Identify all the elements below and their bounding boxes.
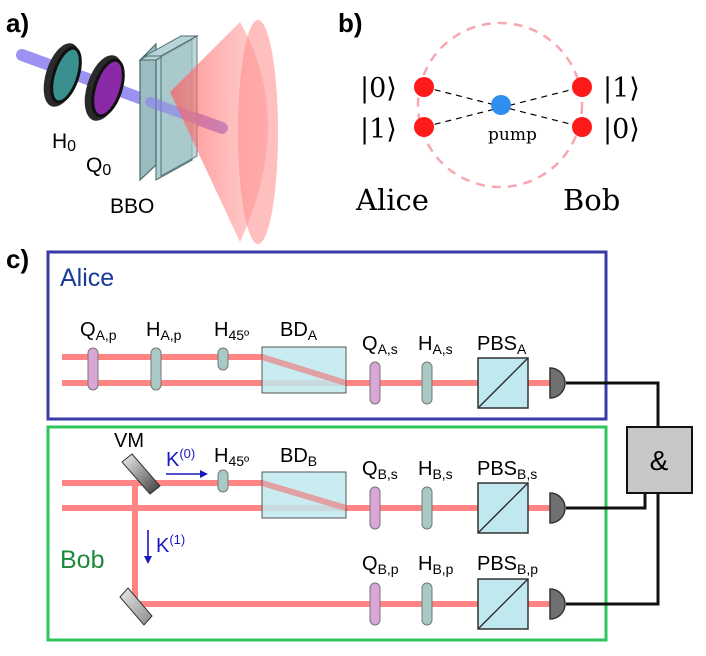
bd-a-label: BDA [280, 319, 318, 343]
bob-box-title: Bob [60, 546, 104, 574]
panel-c-label: c) [6, 244, 29, 274]
coincidence-wiring [566, 381, 660, 606]
pump-photon [491, 95, 511, 115]
alice-label: Alice [355, 183, 429, 217]
q-as-label: QA,s [362, 333, 398, 357]
emission-ring [416, 21, 584, 189]
q0-label: Q0 [86, 154, 111, 179]
beam-displacer [261, 346, 347, 394]
panel-a: H0 Q0 BBO [16, 20, 278, 244]
detector-icon [549, 588, 566, 620]
bd-b-label: BDB [280, 445, 317, 469]
q-bp-label: QB,p [362, 553, 399, 577]
photon-alice-1 [414, 117, 434, 137]
half-waveplate [421, 582, 433, 626]
q-ap-label: QA,p [80, 319, 117, 343]
pump-label: pump [488, 125, 537, 145]
h0-waveplate [43, 43, 82, 107]
coincidence-box [626, 426, 693, 494]
pbs-cube [477, 578, 529, 630]
k0-label: K(0) [166, 446, 195, 471]
pbs-cube [477, 357, 529, 409]
ket-bob-0: |0⟩ [603, 114, 640, 145]
bbo-label: BBO [110, 195, 154, 218]
photon-bob-1 [572, 77, 592, 97]
q0-waveplate [84, 55, 125, 121]
panel-a-label: a) [6, 8, 29, 38]
bob-optics [119, 453, 566, 630]
vm-label: VM [114, 430, 144, 452]
h45-b-label: H45º [214, 445, 249, 469]
ket-bob-1: |1⟩ [603, 73, 640, 104]
alice-labels: QA,p HA,p H45º BDA QA,s HA,s PBSA [80, 319, 527, 357]
variable-mirror-icon [121, 453, 161, 495]
spdc-cone [170, 20, 278, 244]
h-bs-label: HB,s [418, 458, 453, 482]
quarter-waveplate [369, 582, 381, 626]
alice-box-title: Alice [60, 264, 114, 292]
half-waveplate-45 [217, 469, 229, 493]
quarter-waveplate [369, 486, 381, 530]
beam-displacer [261, 471, 347, 519]
panel-b: |0⟩ |1⟩ |1⟩ |0⟩ pump Alice Bob [355, 21, 640, 217]
h-bp-label: HB,p [418, 553, 454, 577]
half-waveplate [421, 486, 433, 530]
pbs-cube [477, 482, 529, 534]
ket-alice-1: |1⟩ [360, 114, 397, 145]
pbs-bp-label: PBSB,p [477, 553, 538, 577]
detector-icon [549, 492, 566, 524]
pbs-bs-label: PBSB,s [477, 458, 537, 482]
bob-labels: VM K(0) K(1) H45º BDB QB,s HB,s PBSB,s Q… [114, 430, 538, 577]
half-waveplate [421, 361, 433, 405]
ket-alice-0: |0⟩ [360, 73, 397, 104]
k1-label: K(1) [156, 532, 185, 557]
h45-a-label: H45º [214, 319, 249, 343]
bob-label: Bob [563, 183, 620, 217]
photon-bob-0 [572, 117, 592, 137]
h-ap-label: HA,p [146, 319, 182, 343]
panel-b-label: b) [338, 8, 363, 38]
alice-optics [87, 346, 566, 409]
half-waveplate-45 [217, 347, 229, 371]
photon-alice-0 [414, 77, 434, 97]
coincidence-label: & [650, 445, 669, 476]
half-waveplate [150, 347, 162, 391]
pbs-a-label: PBSA [477, 333, 527, 357]
quarter-waveplate [87, 347, 99, 391]
mirror-icon [119, 587, 153, 626]
detector-icon [549, 367, 566, 399]
quarter-waveplate [369, 361, 381, 405]
h0-label: H0 [52, 130, 76, 155]
alice-box [46, 250, 608, 421]
h-as-label: HA,s [418, 333, 453, 357]
bob-box [46, 425, 608, 642]
q-bs-label: QB,s [362, 458, 398, 482]
